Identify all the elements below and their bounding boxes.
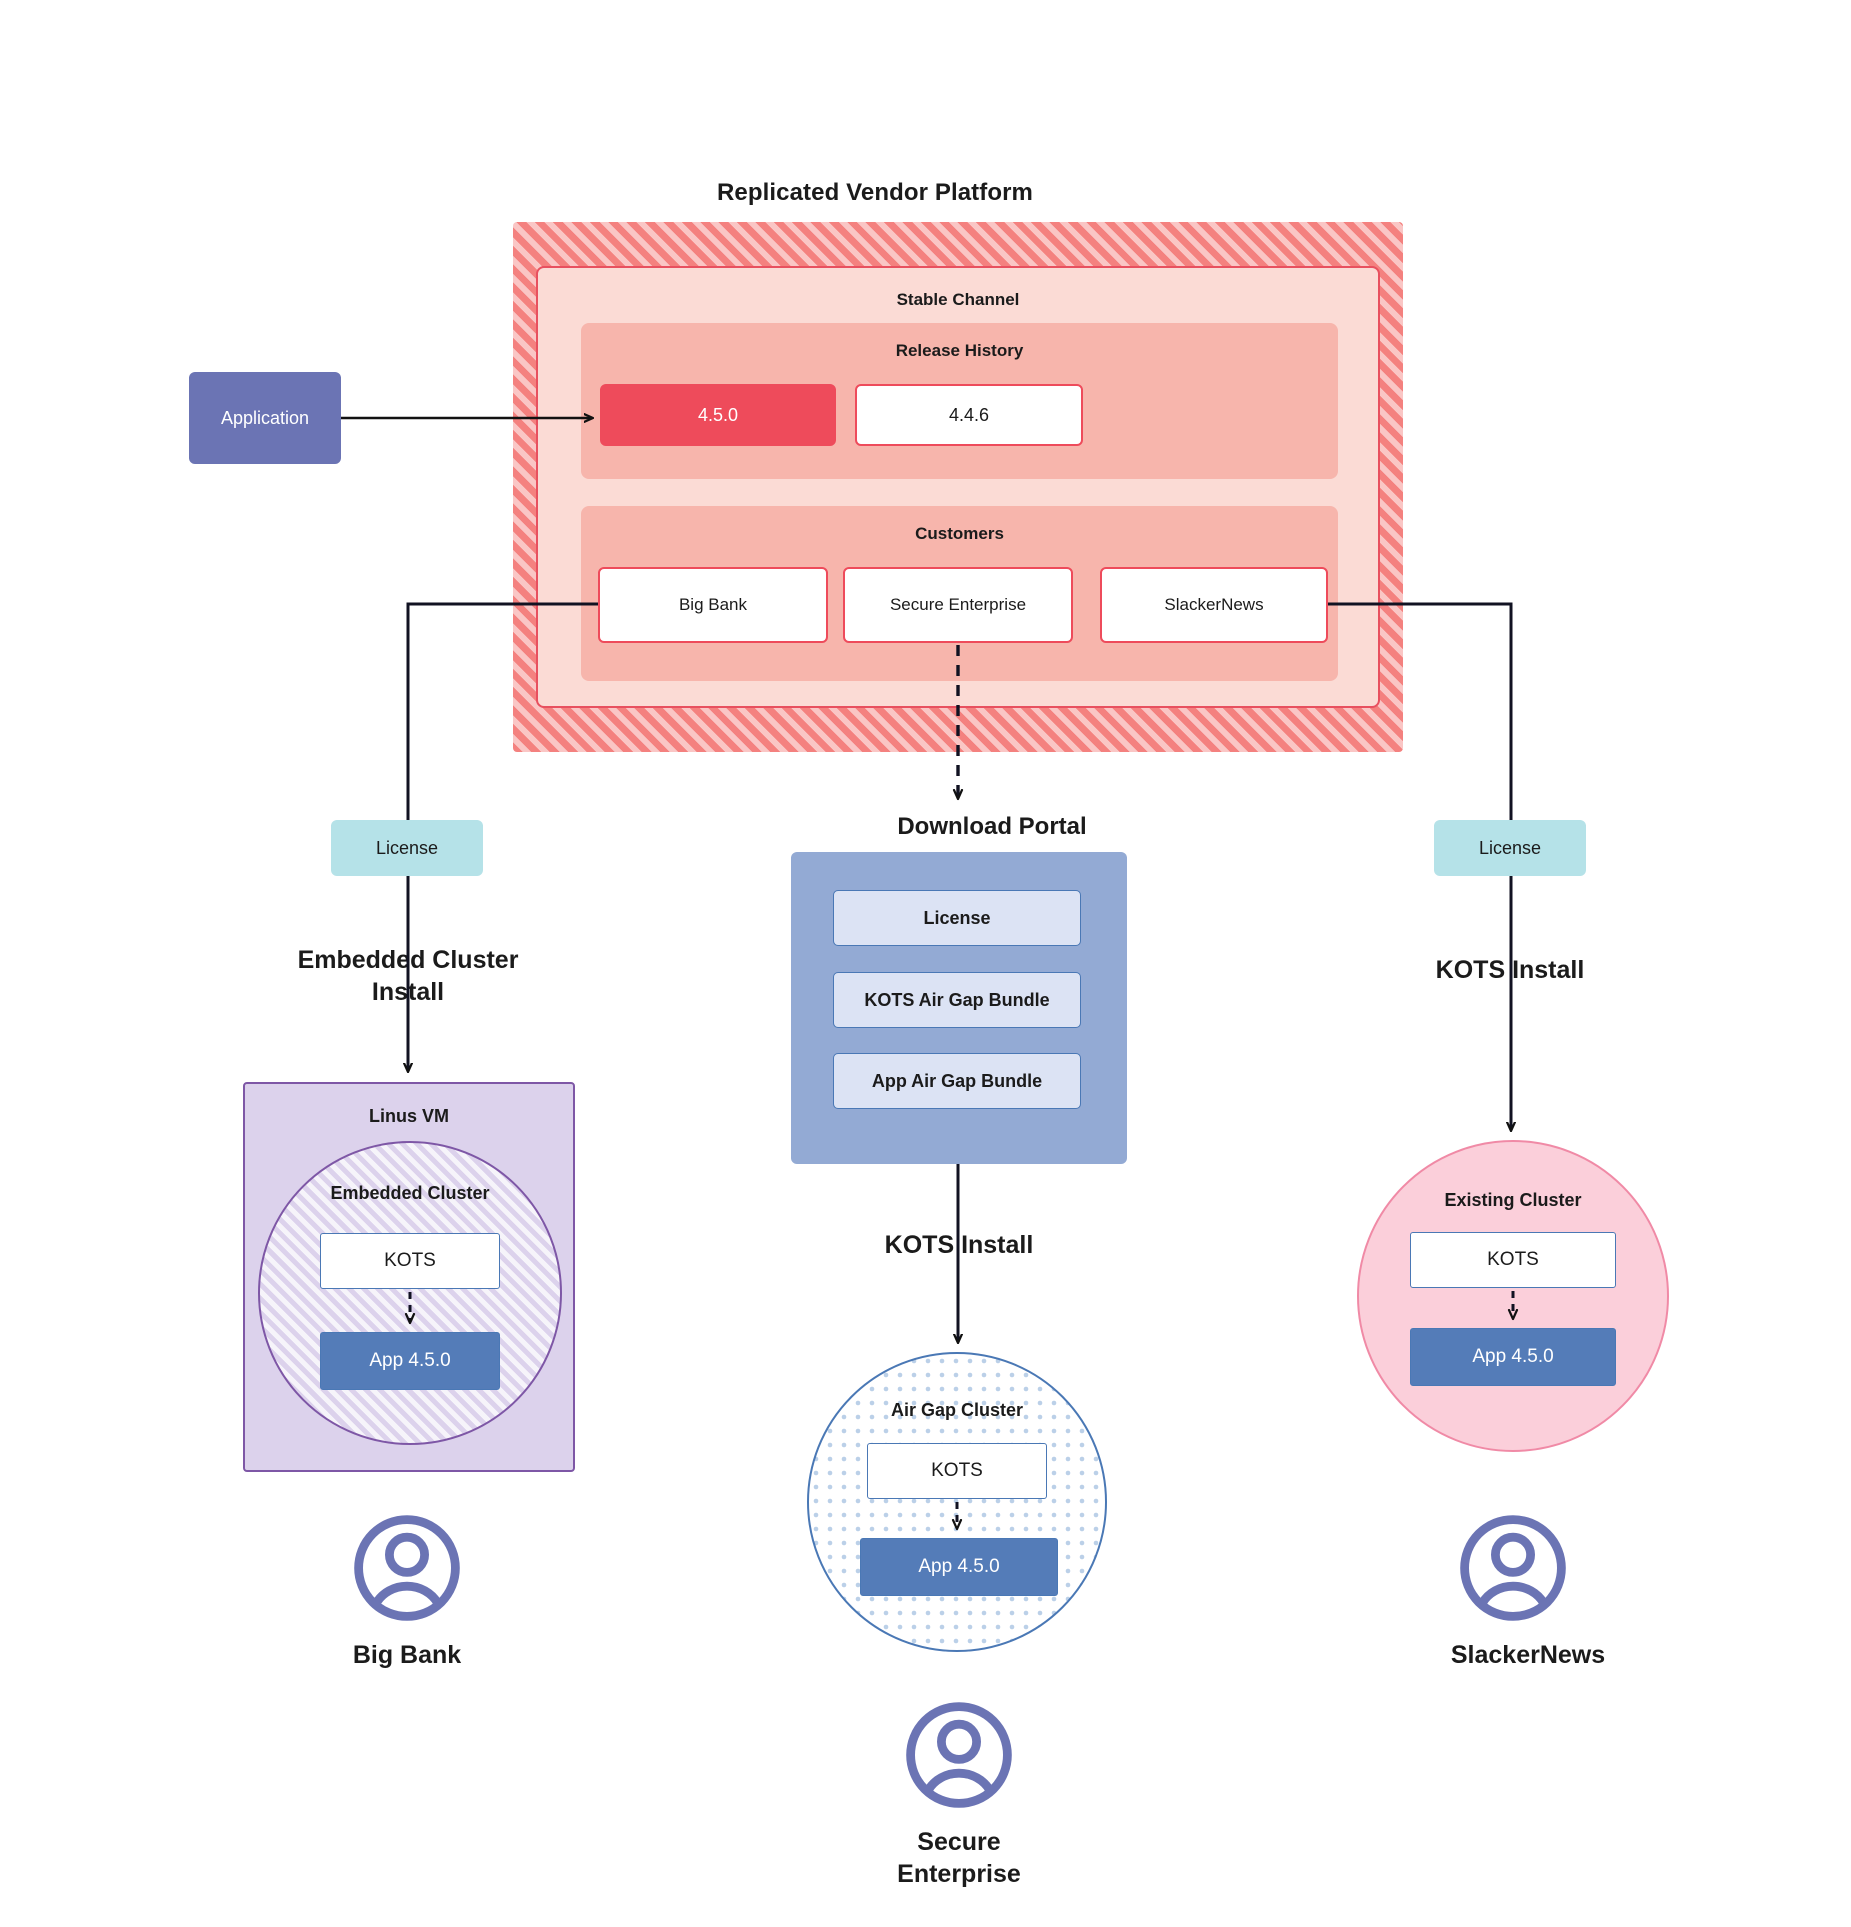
portal-item-license[interactable]: License — [833, 890, 1081, 946]
portal-item-label: License — [923, 907, 991, 928]
release-item-current[interactable]: 4.5.0 — [600, 384, 836, 446]
diagram-title: Replicated Vendor Platform — [716, 179, 1033, 206]
existing-cluster-circle: Existing Cluster — [1357, 1140, 1669, 1452]
persona-label-big-bank: Big Bank — [352, 1641, 462, 1669]
kots-install-label-right: KOTS Install — [1435, 956, 1585, 984]
persona-avatar-slackernews — [1458, 1513, 1568, 1623]
app-box-center[interactable]: App 4.5.0 — [860, 1538, 1058, 1596]
release-item-previous[interactable]: 4.4.6 — [855, 384, 1083, 446]
kots-install-label-center: KOTS Install — [884, 1231, 1034, 1259]
release-version: 4.4.6 — [948, 404, 990, 425]
portal-item-kots-air-gap-bundle[interactable]: KOTS Air Gap Bundle — [833, 972, 1081, 1028]
stable-channel-label: Stable Channel — [896, 290, 1020, 309]
customer-name: Secure Enterprise — [889, 594, 1027, 614]
application-node[interactable]: Application — [189, 372, 341, 464]
kots-label: KOTS — [1487, 1249, 1539, 1270]
linux-vm-label: Linus VM — [369, 1106, 449, 1126]
persona-avatar-big-bank — [352, 1513, 462, 1623]
customer-card-big-bank[interactable]: Big Bank — [598, 567, 828, 643]
kots-box-right[interactable]: KOTS — [1410, 1232, 1616, 1288]
license-chip-left[interactable]: License — [331, 820, 483, 876]
application-label: Application — [220, 407, 310, 428]
download-portal-title: Download Portal — [897, 813, 1087, 840]
kots-label: KOTS — [931, 1460, 983, 1481]
customer-card-secure-enterprise[interactable]: Secure Enterprise — [843, 567, 1073, 643]
release-version: 4.5.0 — [697, 404, 739, 425]
license-chip-right[interactable]: License — [1434, 820, 1586, 876]
persona-label-secure-enterprise: Secure Enterprise — [897, 1828, 1021, 1888]
customer-name: SlackerNews — [1164, 594, 1264, 614]
app-box-right[interactable]: App 4.5.0 — [1410, 1328, 1616, 1386]
air-gap-cluster-circle: Air Gap Cluster — [807, 1352, 1107, 1652]
customer-name: Big Bank — [678, 594, 748, 614]
app-version-label: App 4.5.0 — [918, 1556, 1000, 1577]
persona-label-slackernews: SlackerNews — [1450, 1641, 1606, 1669]
release-history-label: Release History — [895, 341, 1024, 360]
embedded-cluster-label: Embedded Cluster — [330, 1183, 490, 1203]
portal-item-label: App Air Gap Bundle — [871, 1070, 1043, 1091]
air-gap-cluster-label: Air Gap Cluster — [890, 1400, 1024, 1420]
kots-label: KOTS — [384, 1250, 436, 1271]
customers-label: Customers — [915, 524, 1004, 543]
portal-item-label: KOTS Air Gap Bundle — [864, 989, 1050, 1010]
app-version-label: App 4.5.0 — [369, 1350, 451, 1371]
embedded-cluster-circle: Embedded Cluster — [258, 1141, 562, 1445]
license-label: License — [1478, 837, 1542, 858]
existing-cluster-label: Existing Cluster — [1444, 1190, 1582, 1210]
kots-box-center[interactable]: KOTS — [867, 1443, 1047, 1499]
customer-card-slackernews[interactable]: SlackerNews — [1100, 567, 1328, 643]
portal-item-app-air-gap-bundle[interactable]: App Air Gap Bundle — [833, 1053, 1081, 1109]
app-version-label: App 4.5.0 — [1472, 1346, 1554, 1367]
persona-avatar-secure-enterprise — [904, 1700, 1014, 1810]
license-label: License — [375, 837, 439, 858]
app-box-left[interactable]: App 4.5.0 — [320, 1332, 500, 1390]
kots-box-left[interactable]: KOTS — [320, 1233, 500, 1289]
embedded-cluster-install-label: Embedded Cluster Install — [297, 946, 519, 1006]
